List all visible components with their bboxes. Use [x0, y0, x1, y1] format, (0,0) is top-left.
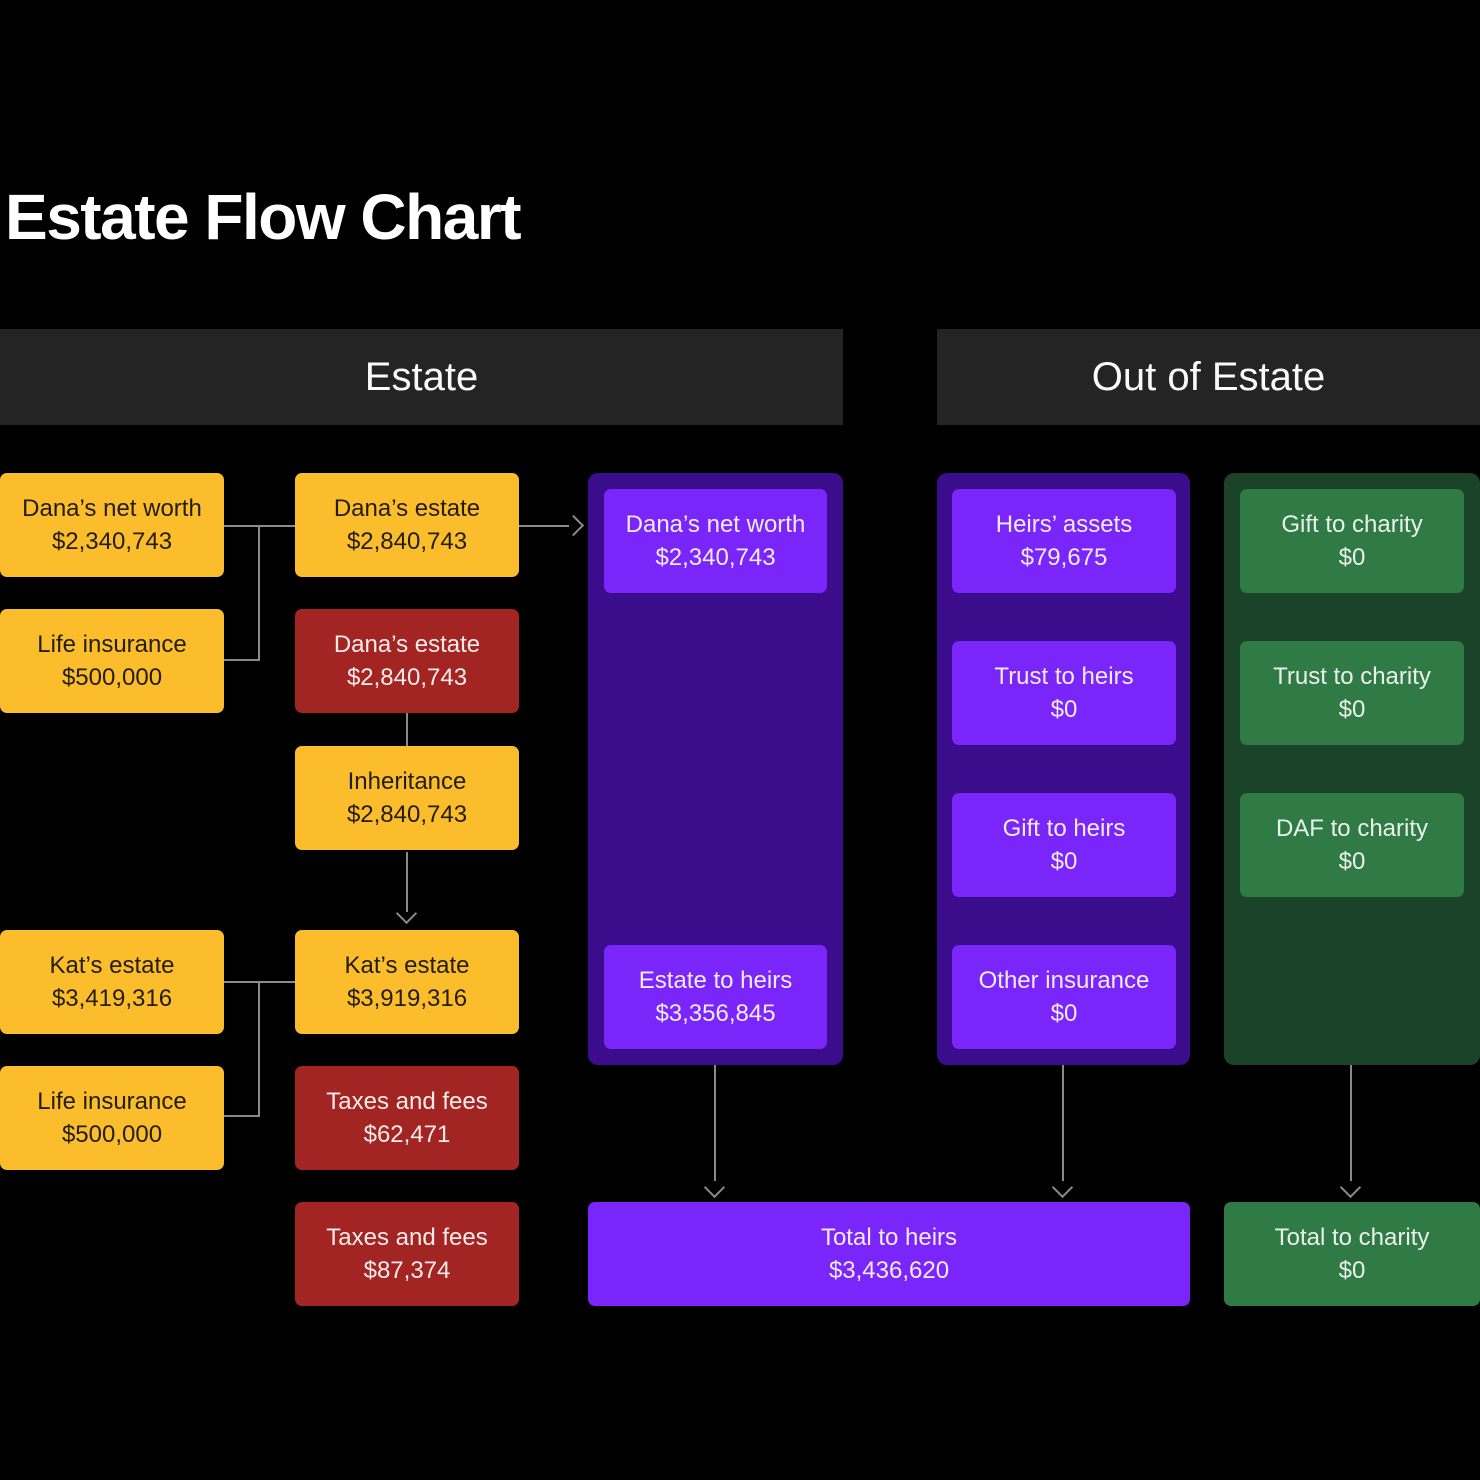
- node-value: $3,419,316: [51, 985, 173, 1012]
- arrowhead-right-icon: [562, 514, 585, 537]
- connector-inheritance-to-kat: [406, 852, 408, 912]
- node-label: Kat’s estate: [49, 952, 175, 979]
- node-daf-to-charity: DAF to charity $0: [1240, 793, 1464, 897]
- section-header-estate: Estate: [0, 329, 843, 425]
- connector-dana-estate-to-container: [519, 525, 569, 527]
- connector-kat-lifeinsurance-h: [224, 1115, 260, 1117]
- page-title: Estate Flow Chart: [5, 181, 522, 253]
- node-label: Trust to heirs: [994, 663, 1134, 690]
- node-label: Dana’s estate: [333, 631, 481, 658]
- node-value: $2,340,743: [51, 528, 173, 555]
- connector-estate-to-total-heirs: [714, 1065, 716, 1181]
- connector-kat-v: [258, 981, 260, 1117]
- node-value: $500,000: [61, 1121, 163, 1148]
- node-label: Life insurance: [37, 1088, 187, 1115]
- node-total-to-heirs: Total to heirs $3,436,620: [588, 1202, 1190, 1306]
- node-value: $0: [1050, 696, 1078, 723]
- node-other-insurance: Other insurance $0: [952, 945, 1176, 1049]
- node-value: $87,374: [363, 1257, 451, 1284]
- node-estate-net-worth: Dana’s net worth $2,340,743: [604, 489, 827, 593]
- arrowhead-down-icon: [703, 1176, 726, 1199]
- node-kat-life-insurance: Life insurance $500,000: [0, 1066, 224, 1170]
- node-gift-to-heirs: Gift to heirs $0: [952, 793, 1176, 897]
- node-value: $0: [1338, 848, 1366, 875]
- node-label: Kat’s estate: [344, 952, 470, 979]
- node-value: $0: [1338, 544, 1366, 571]
- node-trust-to-heirs: Trust to heirs $0: [952, 641, 1176, 745]
- node-estate-to-heirs: Estate to heirs $3,356,845: [604, 945, 827, 1049]
- node-label: Dana’s net worth: [625, 511, 806, 538]
- connector-dana-v: [258, 525, 260, 661]
- node-label: Total to heirs: [820, 1224, 958, 1251]
- node-label: Taxes and fees: [326, 1088, 488, 1115]
- arrowhead-down-icon: [1339, 1176, 1362, 1199]
- connector-estate-to-inheritance: [406, 713, 408, 746]
- node-label: Other insurance: [978, 967, 1150, 994]
- node-value: $3,356,845: [655, 1000, 776, 1027]
- node-kat-estate: Kat’s estate $3,419,316: [0, 930, 224, 1034]
- node-value: $3,436,620: [828, 1257, 950, 1284]
- node-taxes-and-fees-2: Taxes and fees $87,374: [295, 1202, 519, 1306]
- node-label: Trust to charity: [1273, 663, 1431, 690]
- node-inheritance: Inheritance $2,840,743: [295, 746, 519, 850]
- node-value: $0: [1338, 696, 1366, 723]
- node-label: Total to charity: [1274, 1224, 1430, 1251]
- connector-dana-lifeinsurance-h: [224, 659, 260, 661]
- node-label: Dana’s net worth: [22, 495, 202, 522]
- section-header-out-of-estate: Out of Estate: [937, 329, 1480, 425]
- node-label: Life insurance: [37, 631, 187, 658]
- node-value: $2,340,743: [655, 544, 776, 571]
- connector-heirs-assets-to-total: [1062, 1065, 1064, 1181]
- node-label: Estate to heirs: [638, 967, 793, 994]
- arrowhead-down-icon: [395, 902, 418, 925]
- node-total-to-charity: Total to charity $0: [1224, 1202, 1480, 1306]
- node-dana-net-worth: Dana’s net worth $2,340,743: [0, 473, 224, 577]
- node-value: $3,919,316: [346, 985, 468, 1012]
- node-label: Heirs’ assets: [995, 511, 1133, 538]
- node-taxes-and-fees-1: Taxes and fees $62,471: [295, 1066, 519, 1170]
- node-value: $0: [1050, 848, 1078, 875]
- node-label: Dana’s estate: [333, 495, 481, 522]
- node-label: Gift to heirs: [1002, 815, 1126, 842]
- node-label: Gift to charity: [1281, 511, 1423, 538]
- node-value: $62,471: [363, 1121, 451, 1148]
- node-dana-estate: Dana’s estate $2,840,743: [295, 473, 519, 577]
- node-label: Taxes and fees: [326, 1224, 488, 1251]
- node-trust-to-charity: Trust to charity $0: [1240, 641, 1464, 745]
- node-gift-to-charity: Gift to charity $0: [1240, 489, 1464, 593]
- node-value: $2,840,743: [346, 664, 468, 691]
- node-value: $79,675: [1020, 544, 1108, 571]
- arrowhead-down-icon: [1051, 1176, 1074, 1199]
- node-value: $2,840,743: [346, 801, 468, 828]
- node-label: Inheritance: [347, 768, 467, 795]
- node-heirs-assets: Heirs’ assets $79,675: [952, 489, 1176, 593]
- connector-charity-to-total: [1350, 1065, 1352, 1181]
- node-value: $500,000: [61, 664, 163, 691]
- node-value: $2,840,743: [346, 528, 468, 555]
- node-dana-estate-taxable: Dana’s estate $2,840,743: [295, 609, 519, 713]
- node-label: DAF to charity: [1275, 815, 1429, 842]
- node-value: $0: [1050, 1000, 1078, 1027]
- node-dana-life-insurance: Life insurance $500,000: [0, 609, 224, 713]
- node-kat-estate-combined: Kat’s estate $3,919,316: [295, 930, 519, 1034]
- node-value: $0: [1338, 1257, 1366, 1284]
